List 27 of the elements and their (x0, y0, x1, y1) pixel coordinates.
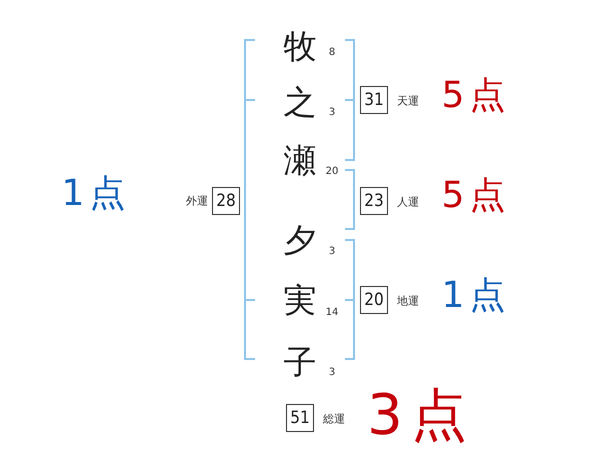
score-text: 3点 (367, 388, 475, 444)
stroke-count: 3 (328, 108, 336, 118)
score-text: 1点 (62, 176, 130, 212)
name-character: 瀬 (284, 144, 316, 176)
name-character: 之 (284, 86, 316, 118)
score-text: 5点 (442, 178, 510, 214)
name-character: 夕 (284, 224, 316, 256)
fortune-name: 総運 (323, 412, 345, 426)
name-character: 実 (284, 284, 316, 316)
stroke-count: 14 (326, 308, 338, 318)
number-box: 51 (286, 404, 314, 432)
fortune-name: 天運 (397, 94, 419, 108)
stroke-count: 3 (328, 247, 336, 257)
number-box: 20 (360, 286, 388, 314)
fortune-name: 外運 (186, 194, 208, 208)
stroke-count: 20 (326, 167, 338, 177)
fortune-name: 地運 (397, 294, 419, 308)
name-character: 牧 (284, 30, 316, 62)
score-text: 5点 (442, 78, 510, 114)
fortune-name: 人運 (397, 196, 419, 208)
stroke-count: 8 (328, 48, 336, 58)
name-character: 子 (284, 346, 316, 378)
number-box: 31 (360, 86, 388, 114)
score-text: 1点 (442, 278, 510, 314)
stroke-count: 3 (328, 368, 336, 378)
number-box: 28 (212, 187, 240, 215)
number-box: 23 (360, 187, 388, 215)
